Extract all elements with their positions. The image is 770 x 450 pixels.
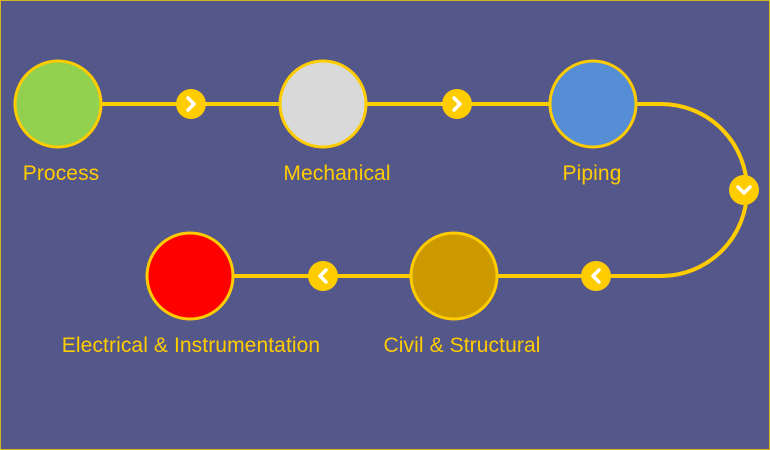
chevron-right-icon [442, 89, 472, 119]
chevron-left-icon [581, 261, 611, 291]
step-label-mechanical: Mechanical [283, 162, 391, 185]
chevron-left-icon [308, 261, 338, 291]
step-node-mechanical [278, 59, 368, 149]
step-label-piping: Piping [562, 162, 622, 185]
step-node-electrical-instrumentation [145, 231, 235, 321]
chevron-down-icon [729, 175, 759, 205]
step-label-electrical-instrumentation: Electrical & Instrumentation [61, 334, 321, 357]
step-label-process: Process [22, 162, 100, 185]
step-label-civil-structural: Civil & Structural [383, 334, 541, 357]
step-node-process [13, 59, 103, 149]
step-node-civil-structural [409, 231, 499, 321]
step-node-piping [548, 59, 638, 149]
chevron-right-icon [176, 89, 206, 119]
